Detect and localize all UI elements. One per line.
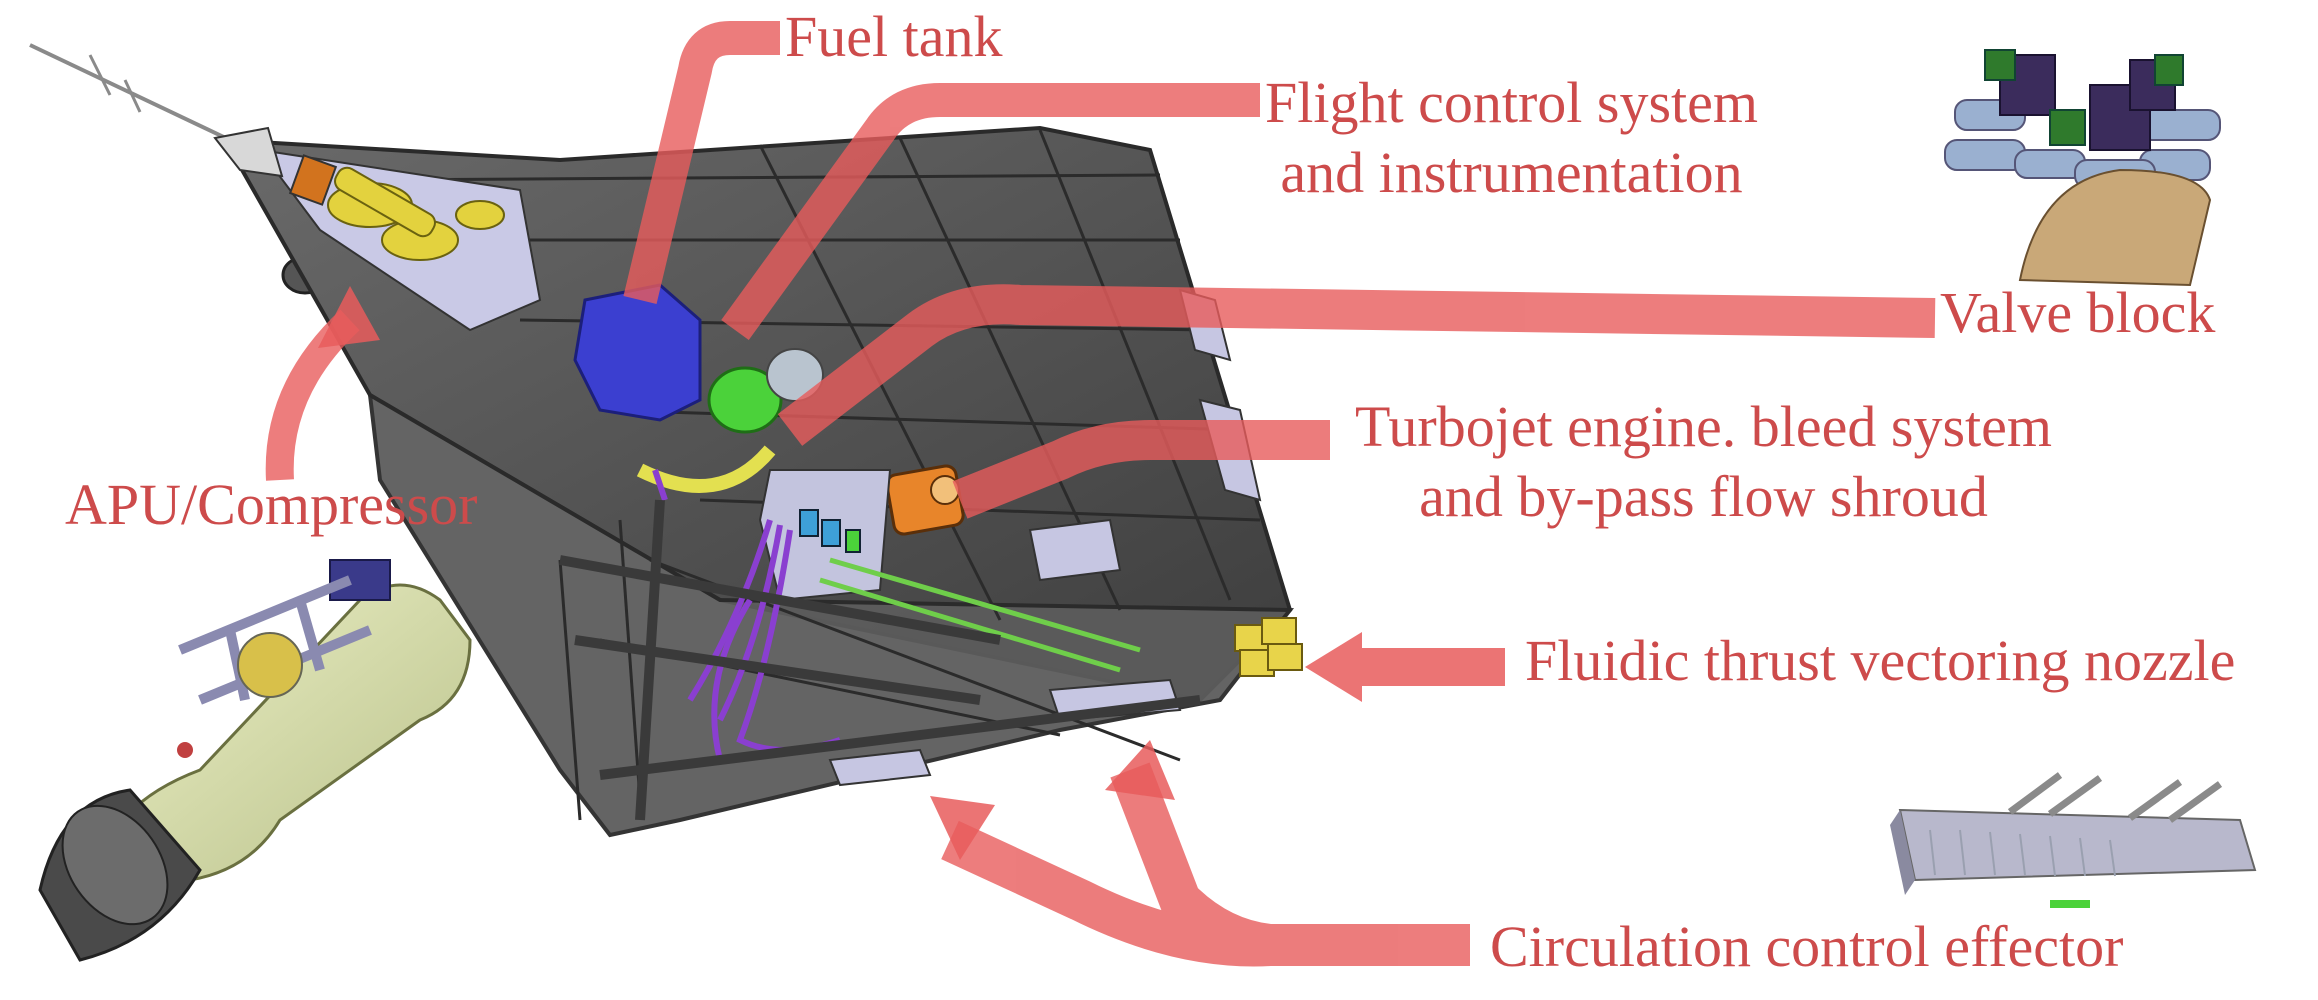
valve-block-label: Valve block [1940,280,2216,345]
nozzle-arrow-shaft [1360,648,1505,686]
fuel-tank-label: Fuel tank [785,4,1003,69]
fuel-tank-leader [623,21,780,304]
turbojet-leader [952,420,1330,519]
bleed-system [885,464,965,536]
pitot-probe [29,43,231,142]
apu-plumbing [327,166,505,261]
apu-compressor-label: APU/Compressor [65,472,478,537]
circulation-effector-illustration [1890,772,2257,908]
uav-cutaway [29,43,1303,838]
flight-control-leader [721,83,1260,340]
lower-frame-rails [559,499,1201,821]
circulation-effector-label: Circulation control effector [1490,914,2124,979]
valve-block-leader [777,284,1936,446]
turbojet-label: Turbojet engine. bleed system and by-pas… [1355,392,2052,531]
fuel-tank [573,283,702,422]
turbojet-label-line1: Turbojet engine. bleed system [1355,394,2052,459]
thrust-vectoring-nozzle [1234,617,1303,677]
circulation-effector-leader-2 [941,820,1272,967]
valve-block-illustration [1944,49,2221,287]
effector-arrowhead-1 [1105,740,1175,800]
green-ducting [819,557,1141,673]
nozzle-arrowhead [1305,632,1362,702]
apu-arrowhead [318,286,380,348]
arrow-heads [318,286,1505,860]
turbojet-engine [707,348,824,434]
flight-control-label: Flight control system and instrumentatio… [1265,68,1758,207]
nose-avionics [288,154,338,206]
nose-cone [213,126,284,178]
apu-compressor-illustration [38,559,472,962]
flight-control-label-line1: Flight control system [1265,70,1758,135]
actuators [799,509,861,553]
leader-arrows [265,21,1936,967]
flight-control-label-line2: and instrumentation [1280,139,1743,205]
effector-arrowhead-2 [930,796,995,860]
fluidic-nozzle-label: Fluidic thrust vectoring nozzle [1525,628,2236,693]
turbojet-label-line2: and by-pass flow shroud [1419,463,1988,529]
